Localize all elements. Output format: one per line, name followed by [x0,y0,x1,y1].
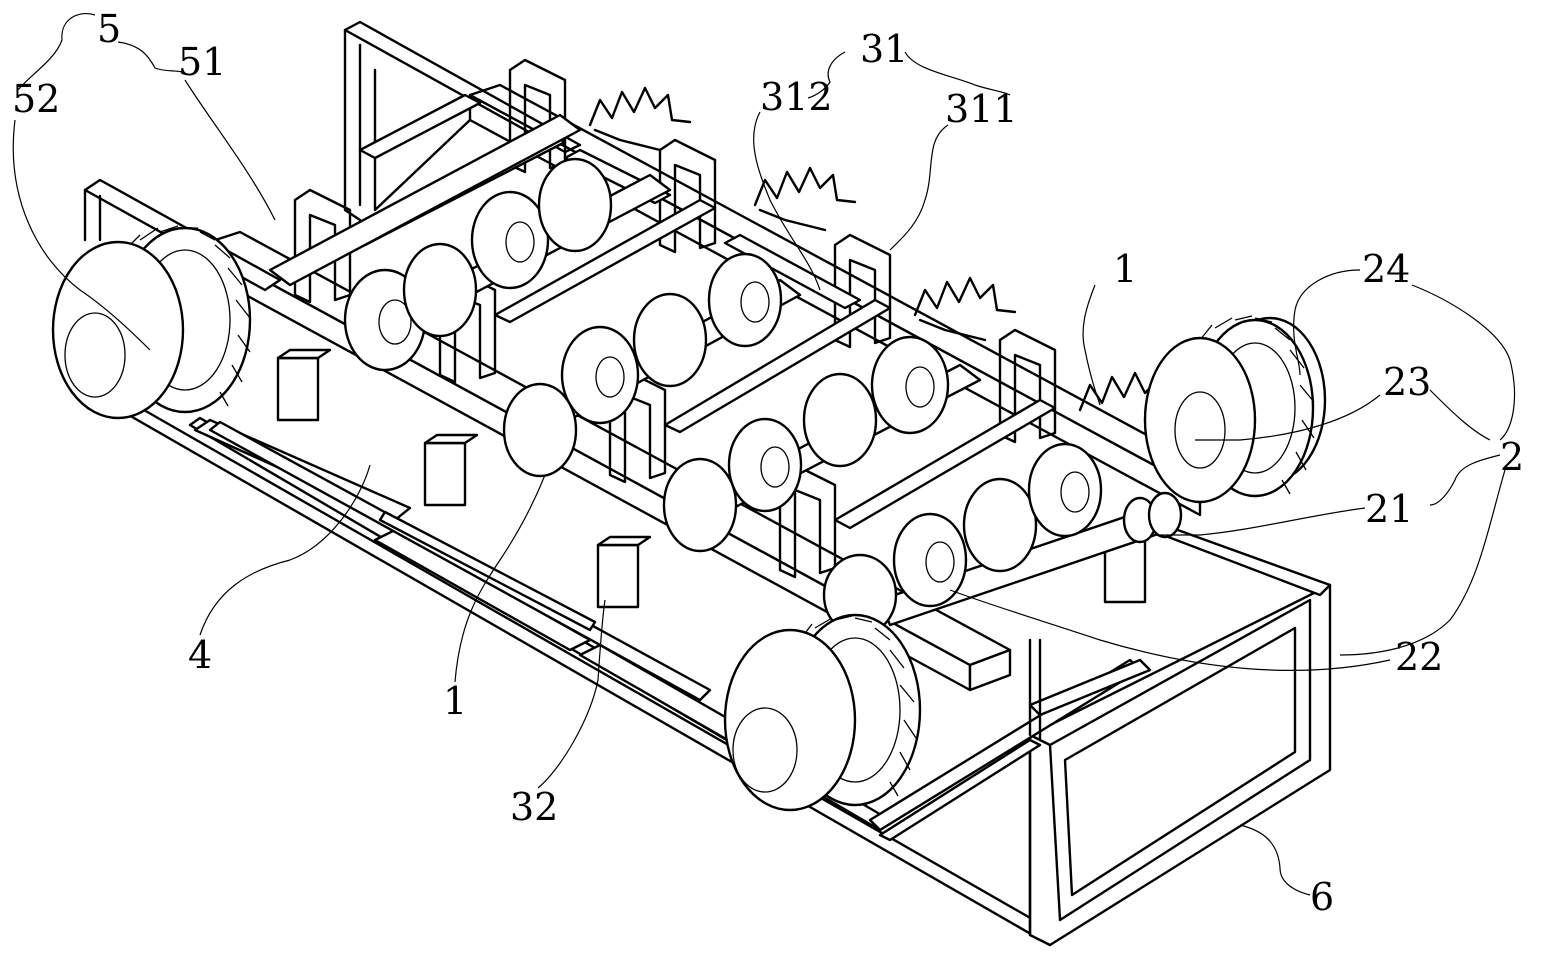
label-4: 4 [188,633,212,677]
label-31: 31 [860,27,908,71]
slide-rail [208,420,712,702]
left-drive-wheels [51,225,252,420]
base-frame [118,400,1332,947]
label-21: 21 [1365,487,1413,531]
label-22: 22 [1395,635,1443,679]
label-6: 6 [1310,875,1334,919]
label-23: 23 [1383,360,1431,404]
front-drive-wheels [723,613,922,812]
label-1-bottom: 1 [443,679,467,723]
label-24: 24 [1362,247,1410,291]
right-drive-wheel [1143,315,1327,504]
leader-lines [12,13,1516,896]
label-311: 311 [945,87,1018,131]
top-frames [293,20,1057,579]
reference-labels: 5 51 52 31 312 311 1 24 23 2 21 22 4 1 3… [12,7,1524,919]
label-51: 51 [178,40,226,84]
label-32: 32 [510,785,558,829]
support-blocks [276,348,1147,609]
label-52: 52 [12,77,60,121]
roller-shafts [268,113,1183,637]
label-5: 5 [97,7,121,51]
label-1-top: 1 [1113,247,1137,291]
label-2: 2 [1500,435,1524,479]
label-312: 312 [760,75,833,119]
